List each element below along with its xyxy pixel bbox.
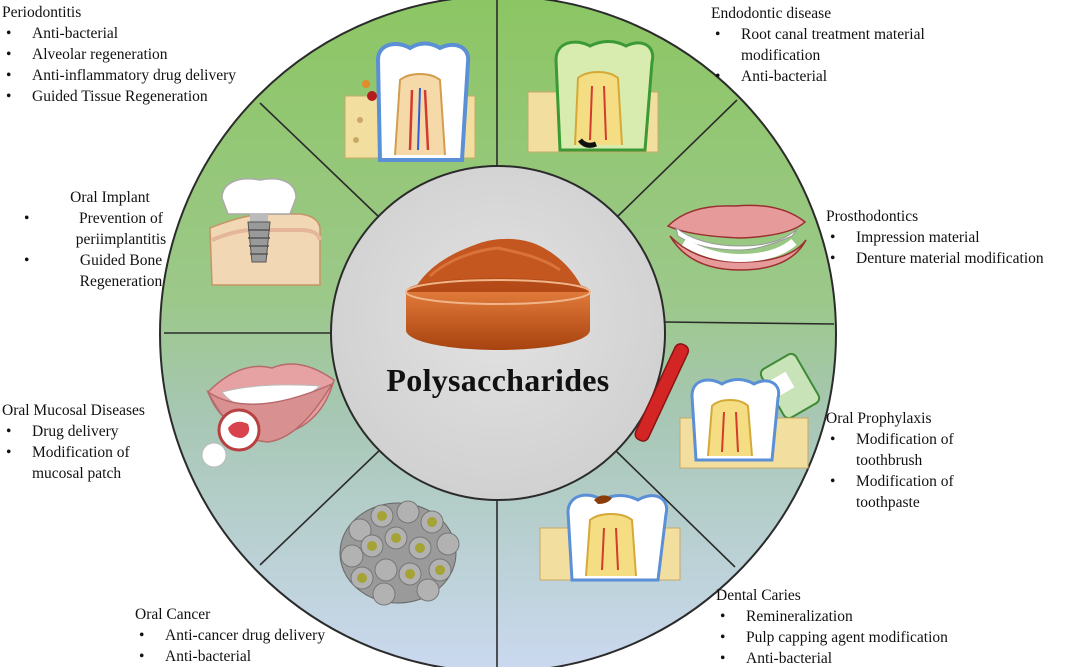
- label-oral-cancer: Oral Cancer Anti-cancer drug delivery An…: [135, 604, 325, 667]
- list-item: Modification of: [2, 442, 145, 463]
- list-item: Anti-bacterial: [716, 648, 948, 669]
- label-prosthodontics: Prosthodontics Impression material Dentu…: [826, 206, 1044, 269]
- list-item: Anti-bacterial: [135, 646, 325, 667]
- list-item: Modification of: [826, 429, 954, 450]
- list-item-continuation: periimplantitis: [75, 231, 167, 248]
- list-item: Guided Bone: [20, 250, 200, 271]
- label-prophylaxis: Oral Prophylaxis Modification of toothbr…: [826, 408, 954, 513]
- list-item: Guided Tissue Regeneration: [2, 86, 236, 107]
- label-periodontitis: Periodontitis Anti-bacterial Alveolar re…: [2, 2, 236, 107]
- oral-implant-list: Prevention of periimplantitis Guided Bon…: [20, 208, 200, 292]
- label-oral-implant: Oral Implant Prevention of periimplantit…: [20, 187, 200, 292]
- dental-caries-title: Dental Caries: [716, 587, 801, 604]
- denture-icon: [666, 204, 807, 271]
- list-item: Impression material: [826, 227, 1044, 248]
- list-item: Denture material modification: [826, 248, 1044, 269]
- label-dental-caries: Dental Caries Remineralization Pulp capp…: [716, 585, 948, 669]
- endodontic-tooth-icon: [527, 40, 659, 153]
- center-title: Polysaccharides: [386, 362, 610, 398]
- periodontitis-tooth-icon: [344, 41, 476, 162]
- prosthodontics-list: Impression material Denture material mod…: [826, 227, 1044, 269]
- list-item: Prevention of: [20, 208, 200, 229]
- list-item: Alveolar regeneration: [2, 44, 236, 65]
- caries-tooth-icon: [539, 493, 681, 582]
- mucosal-title: Oral Mucosal Diseases: [2, 402, 145, 419]
- oral-cancer-list: Anti-cancer drug delivery Anti-bacterial: [135, 625, 325, 667]
- list-item-continuation: mucosal patch: [32, 465, 122, 482]
- periodontitis-list: Anti-bacterial Alveolar regeneration Ant…: [2, 23, 236, 107]
- toothbrush-toothpaste-icon: [634, 343, 821, 469]
- list-item: Anti-bacterial: [711, 66, 925, 87]
- list-item: Anti-bacterial: [2, 23, 236, 44]
- cancer-cell-cluster-icon: [339, 500, 460, 606]
- prophylaxis-title: Oral Prophylaxis: [826, 410, 932, 427]
- list-item: Root canal treatment material: [711, 24, 925, 45]
- endodontic-title: Endodontic disease: [711, 5, 832, 22]
- list-item: Drug delivery: [2, 421, 145, 442]
- list-item-continuation: toothbrush: [856, 452, 923, 469]
- list-item: Anti-cancer drug delivery: [135, 625, 325, 646]
- oral-implant-title: Oral Implant: [70, 189, 150, 206]
- oral-cancer-title: Oral Cancer: [135, 606, 211, 623]
- list-item-continuation: modification: [741, 47, 821, 64]
- list-item-continuation: Regeneration: [79, 273, 163, 290]
- oral-implant-icon: [209, 178, 322, 286]
- list-item: Anti-inflammatory drug delivery: [2, 65, 236, 86]
- dental-caries-list: Remineralization Pulp capping agent modi…: [716, 606, 948, 669]
- endodontic-list: Root canal treatment material modificati…: [711, 24, 925, 87]
- prosthodontics-title: Prosthodontics: [826, 208, 919, 225]
- list-item-continuation: toothpaste: [856, 494, 920, 511]
- list-item: Modification of: [826, 471, 954, 492]
- label-mucosal: Oral Mucosal Diseases Drug delivery Modi…: [2, 400, 145, 484]
- label-endodontic: Endodontic disease Root canal treatment …: [711, 3, 925, 87]
- polysaccharide-powder-dish: [405, 238, 591, 350]
- mucosal-list: Drug delivery Modification of mucosal pa…: [2, 421, 145, 484]
- list-item: Pulp capping agent modification: [716, 627, 948, 648]
- list-item: Remineralization: [716, 606, 948, 627]
- periodontitis-title: Periodontitis: [2, 4, 82, 21]
- segment-dividers: [164, 0, 835, 667]
- lips-lesion-icon: [201, 363, 335, 468]
- prophylaxis-list: Modification of toothbrush Modification …: [826, 429, 954, 513]
